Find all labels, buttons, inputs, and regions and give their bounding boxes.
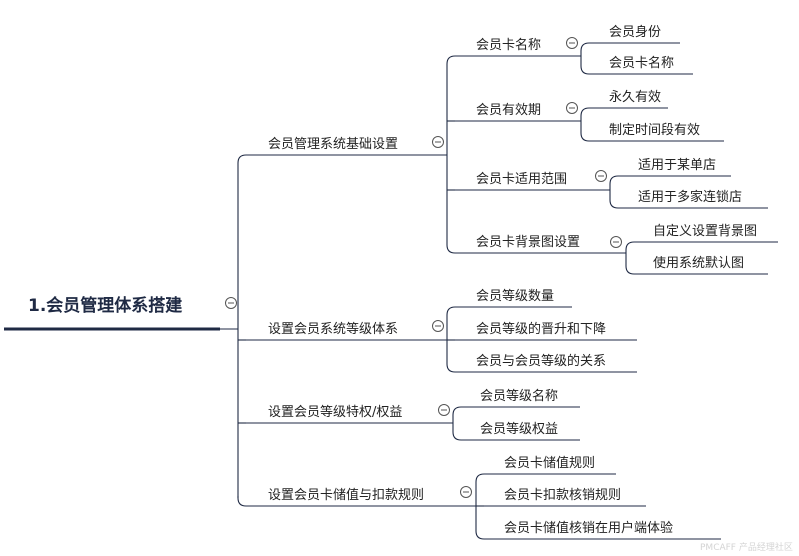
child-connector: [446, 363, 456, 373]
collapse-minus-icon[interactable]: [566, 37, 578, 49]
child-connector: [446, 244, 456, 254]
grandchild-connector: [580, 107, 590, 117]
grandchild-label: 使用系统默认图: [653, 255, 744, 271]
grandchild-label: 自定义设置背景图: [653, 224, 757, 239]
collapse-minus-icon[interactable]: [610, 236, 622, 248]
grandchild-label: 适用于多家连锁店: [638, 189, 742, 205]
child-label: 会员等级权益: [480, 421, 558, 437]
child-label: 会员有效期: [476, 103, 541, 118]
child-label: 会员等级名称: [480, 388, 558, 404]
child-connector: [452, 431, 462, 441]
watermark: PMCAFF 产品经理社区: [700, 541, 793, 553]
grandchild-connector: [580, 132, 590, 142]
grandchild-label: 会员身份: [609, 24, 661, 40]
grandchild-connector: [625, 241, 635, 251]
collapse-minus-icon[interactable]: [432, 320, 444, 332]
collapse-minus-icon[interactable]: [595, 170, 607, 182]
branch-connector: [237, 154, 247, 164]
child-connector: [475, 530, 485, 540]
child-label: 会员卡名称: [476, 37, 541, 53]
child-label: 会员卡适用范围: [476, 172, 567, 187]
root-node-label: 1.会员管理体系搭建: [28, 295, 182, 316]
child-label: 会员等级的晋升和下降: [476, 321, 606, 337]
grandchild-connector: [580, 42, 590, 52]
child-connector: [452, 406, 462, 416]
child-label: 会员等级数量: [476, 288, 554, 304]
branch-label: 设置会员等级特权/权益: [268, 404, 402, 420]
grandchild-connector: [580, 65, 590, 75]
grandchild-connector: [609, 199, 619, 209]
collapse-minus-icon[interactable]: [225, 297, 237, 309]
child-connector: [446, 55, 456, 65]
child-label: 会员卡储值核销在用户端体验: [504, 520, 673, 536]
grandchild-connector: [609, 175, 619, 185]
grandchild-label: 永久有效: [609, 90, 661, 105]
collapse-minus-icon[interactable]: [432, 136, 444, 148]
collapse-minus-icon[interactable]: [460, 486, 472, 498]
child-label: 会员卡扣款核销规则: [504, 488, 621, 503]
child-connector: [446, 306, 456, 316]
branch-label: 设置会员系统等级体系: [268, 321, 398, 337]
grandchild-label: 会员卡名称: [609, 55, 674, 71]
grandchild-label: 制定时间段有效: [609, 123, 700, 138]
branch-connector: [237, 496, 247, 507]
grandchild-connector: [625, 265, 635, 275]
connector-lines: [4, 42, 778, 540]
grandchild-label: 适用于某单店: [638, 158, 716, 173]
child-label: 会员卡储值规则: [504, 455, 595, 471]
child-connector: [475, 473, 485, 483]
branch-label: 会员管理系统基础设置: [268, 137, 398, 152]
child-label: 会员卡背景图设置: [476, 235, 580, 250]
collapse-minus-icon[interactable]: [438, 404, 450, 416]
collapse-minus-icon[interactable]: [566, 102, 578, 114]
child-label: 会员与会员等级的关系: [476, 353, 606, 369]
branch-label: 设置会员卡储值与扣款规则: [268, 487, 424, 503]
